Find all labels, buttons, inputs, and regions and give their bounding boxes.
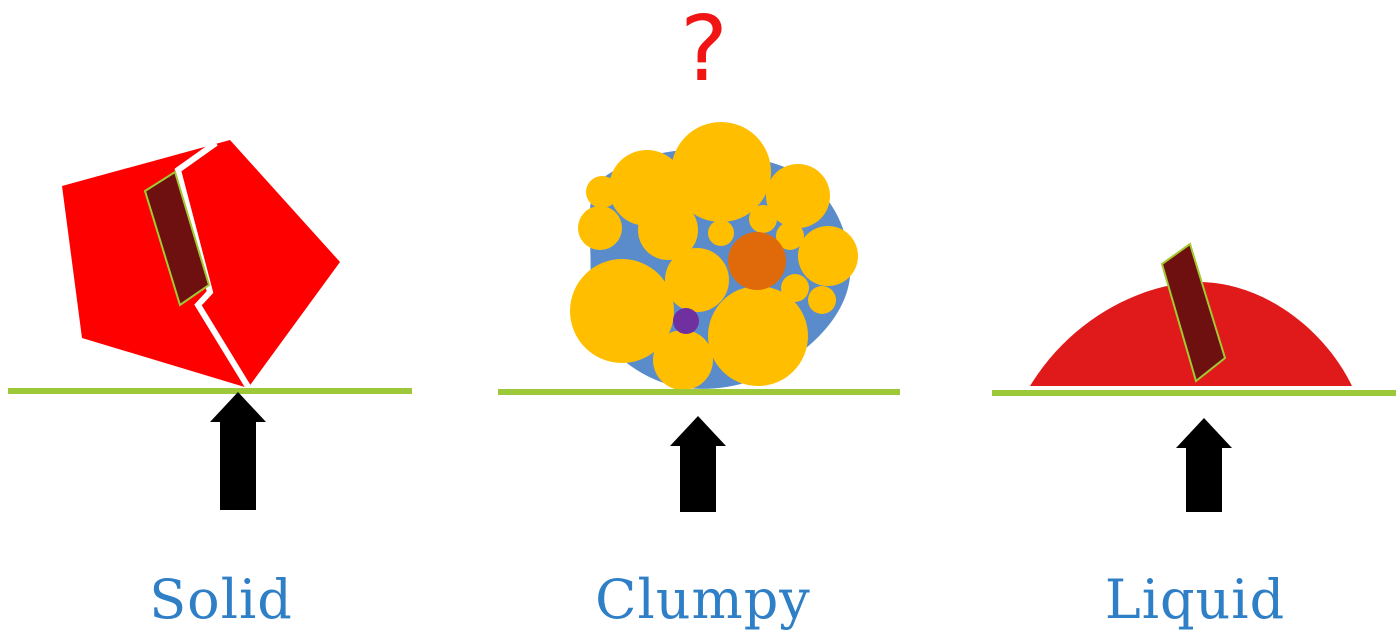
liquid-up-arrow [1176,418,1232,512]
solid-panel [8,140,412,510]
liquid-panel [992,242,1396,512]
solid-up-arrow [210,392,266,510]
clumpy-grains [570,122,858,390]
caption-liquid: Liquid [1104,568,1286,631]
grain [708,286,808,386]
grain [708,220,734,246]
purple-grain [673,308,699,334]
clumpy-panel [498,122,900,512]
grain [776,222,804,250]
grain [808,286,836,314]
grain [570,259,674,363]
grain [638,200,698,260]
grain [766,164,830,228]
grain [798,226,858,286]
liquid-embedded-block [1160,242,1227,383]
grain [781,274,809,302]
grain [578,206,622,250]
caption-solid: Solid [149,568,293,631]
grain [665,248,729,312]
question-mark: ? [680,0,728,102]
clumpy-up-arrow [670,416,726,512]
grain [653,330,713,390]
orange-grain [728,232,786,290]
solid-embedded-block [143,170,211,307]
grain [671,122,771,222]
solid-crack [174,140,253,392]
grain [749,205,777,233]
caption-clumpy: Clumpy [595,568,811,631]
grain [586,176,618,208]
